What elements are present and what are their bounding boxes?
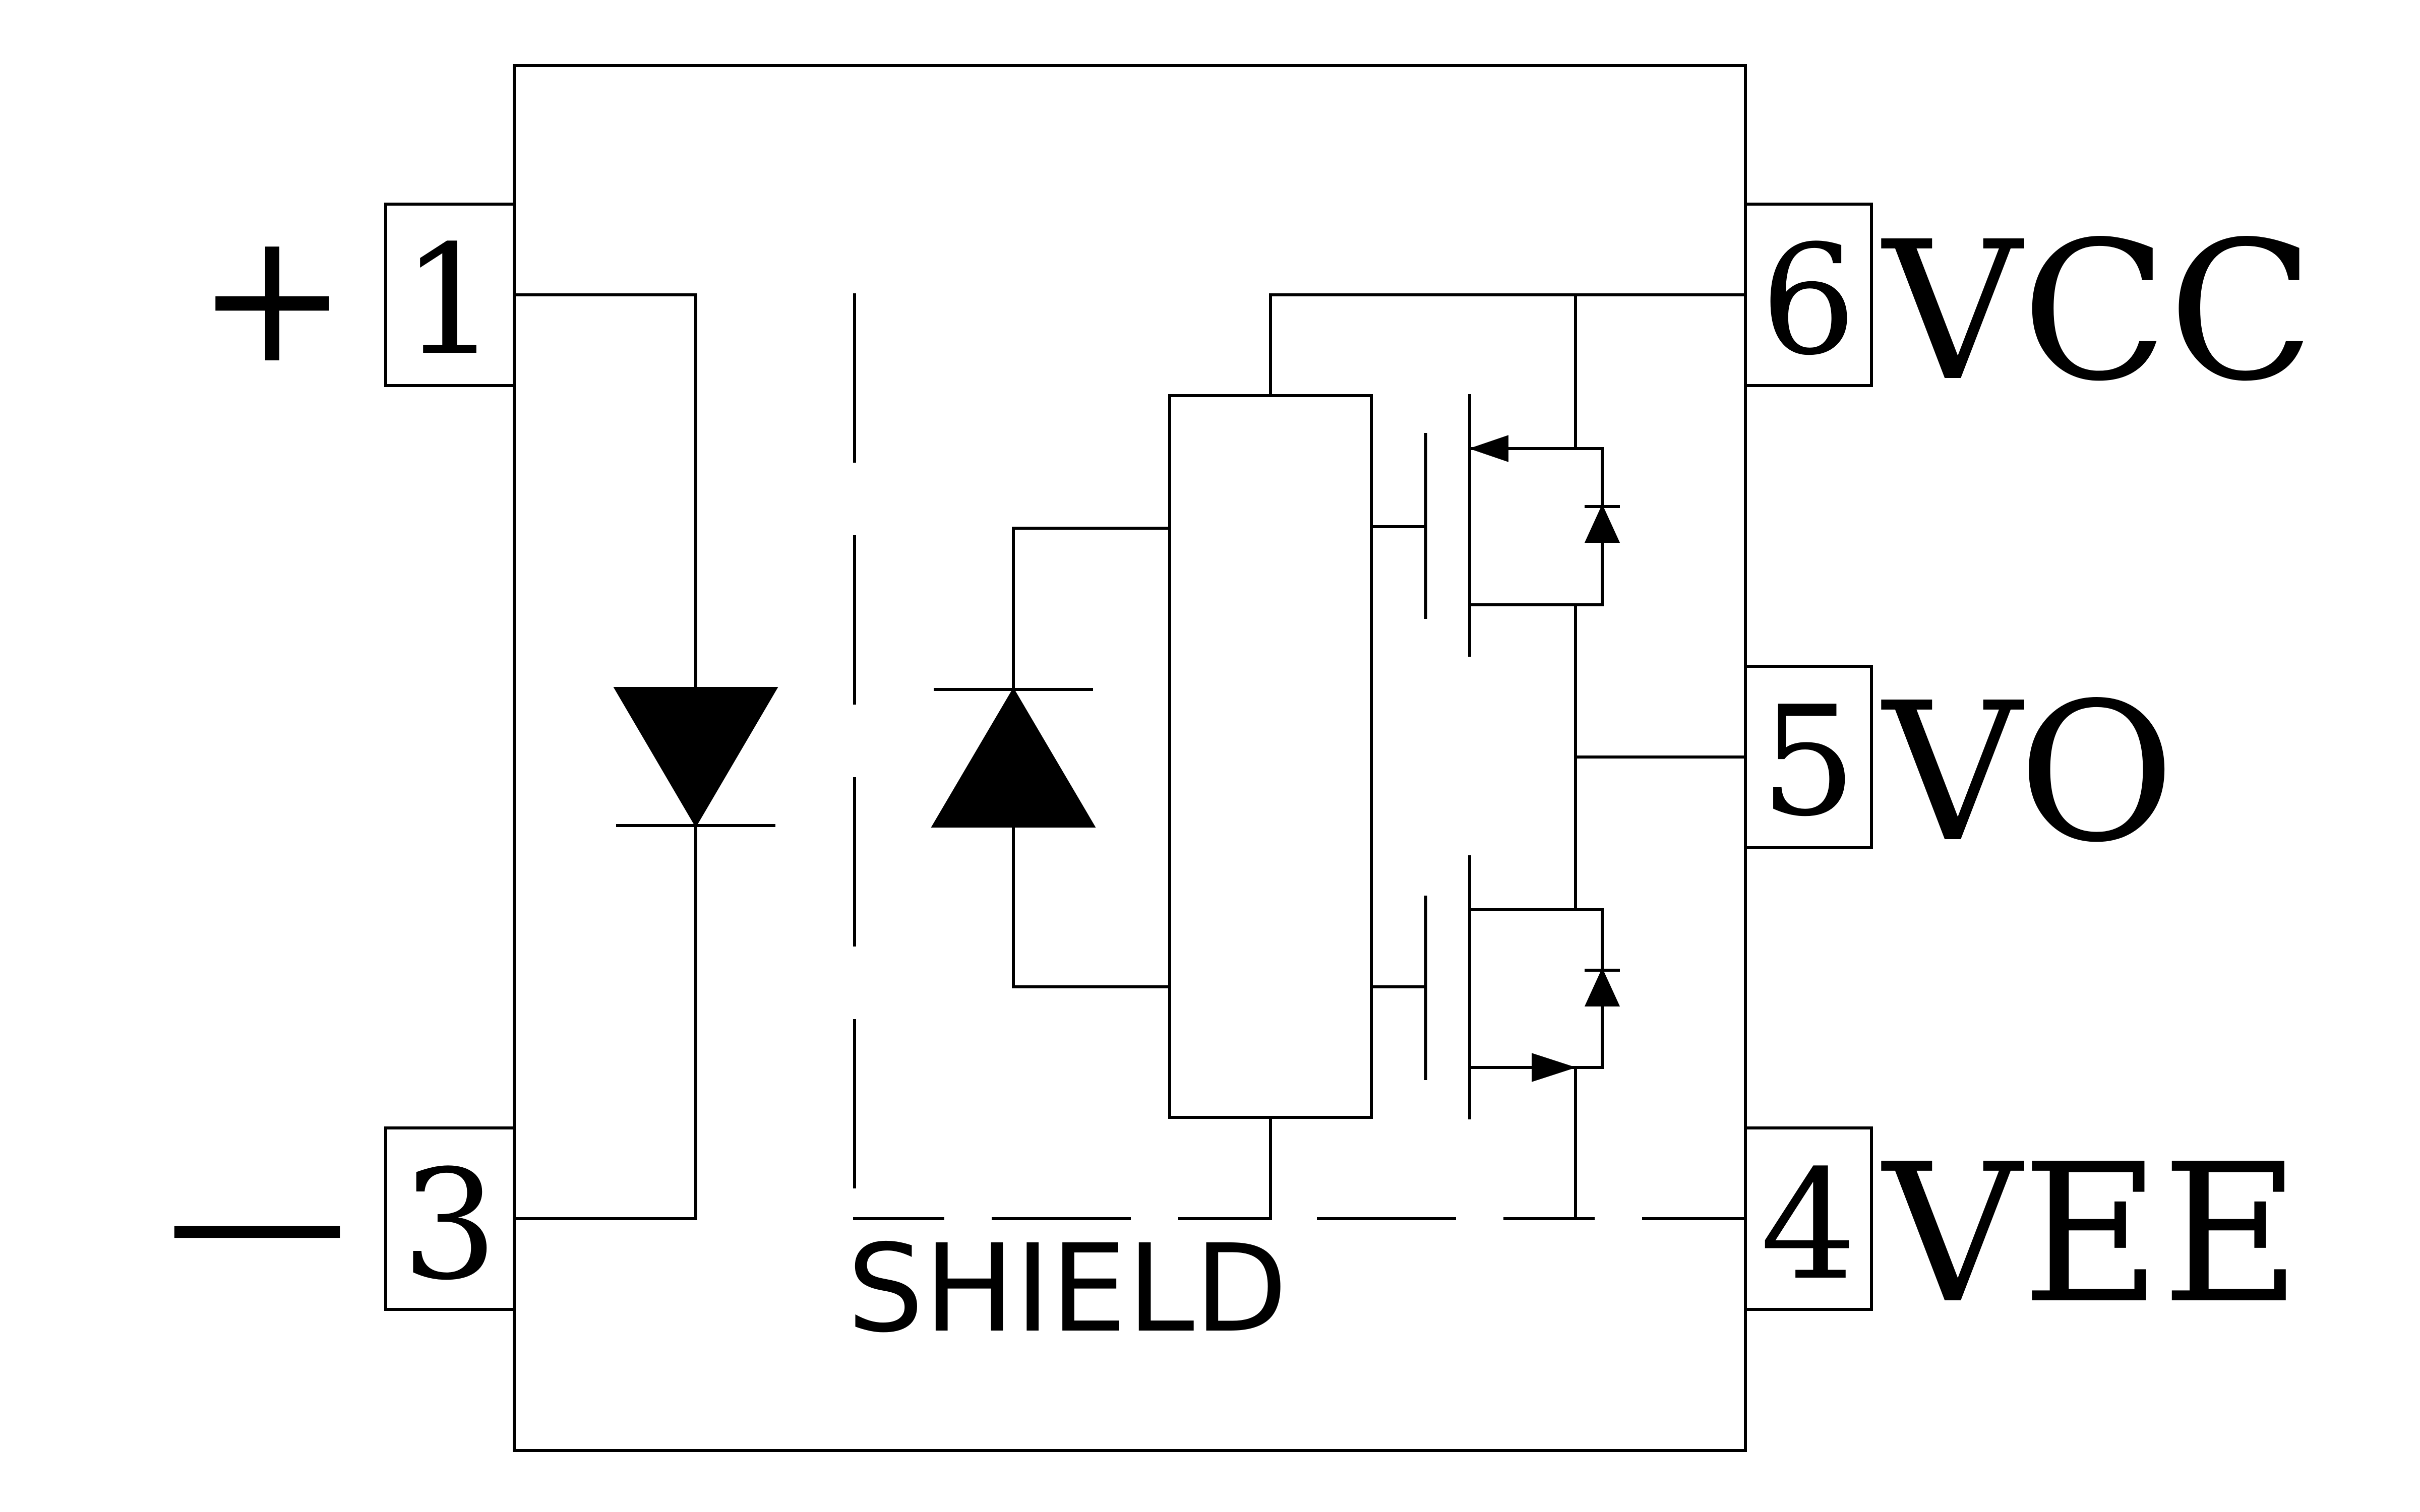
vcc-rail <box>1269 293 1747 397</box>
amplifier-block <box>1168 394 1373 1119</box>
pin-3-sign: — <box>166 1112 348 1323</box>
pin-5-name: VO <box>1880 661 2175 885</box>
pin-1-sign: + <box>196 192 348 403</box>
pin-5-number: 5 <box>1761 674 1857 850</box>
upper-mosfet-icon <box>1370 394 1620 657</box>
input-led-icon <box>613 687 778 828</box>
photodiode-top-wire <box>1012 527 1171 691</box>
pin-4-number: 4 <box>1761 1138 1857 1313</box>
led-anode-wire <box>513 293 697 689</box>
pin-4-name: VEE <box>1880 1122 2301 1346</box>
pin-6: 6 <box>1744 203 1873 389</box>
pin-3: 3 <box>384 1126 516 1313</box>
pin-3-number: 3 <box>402 1138 498 1313</box>
pin-1: 1 <box>384 203 516 389</box>
pin-6-number: 6 <box>1761 213 1857 389</box>
lower-mosfet-icon <box>1370 855 1620 1119</box>
pin-6-name: VCC <box>1880 200 2315 423</box>
shield-label: SHIELD <box>847 1218 1288 1359</box>
pin-5: 5 <box>1744 665 1873 850</box>
led-cathode-wire <box>513 824 697 1220</box>
photodiode-bottom-wire <box>1012 825 1171 988</box>
pin-1-number: 1 <box>402 213 498 389</box>
pin-4: 4 <box>1744 1126 1873 1313</box>
photodiode-icon <box>931 687 1096 828</box>
